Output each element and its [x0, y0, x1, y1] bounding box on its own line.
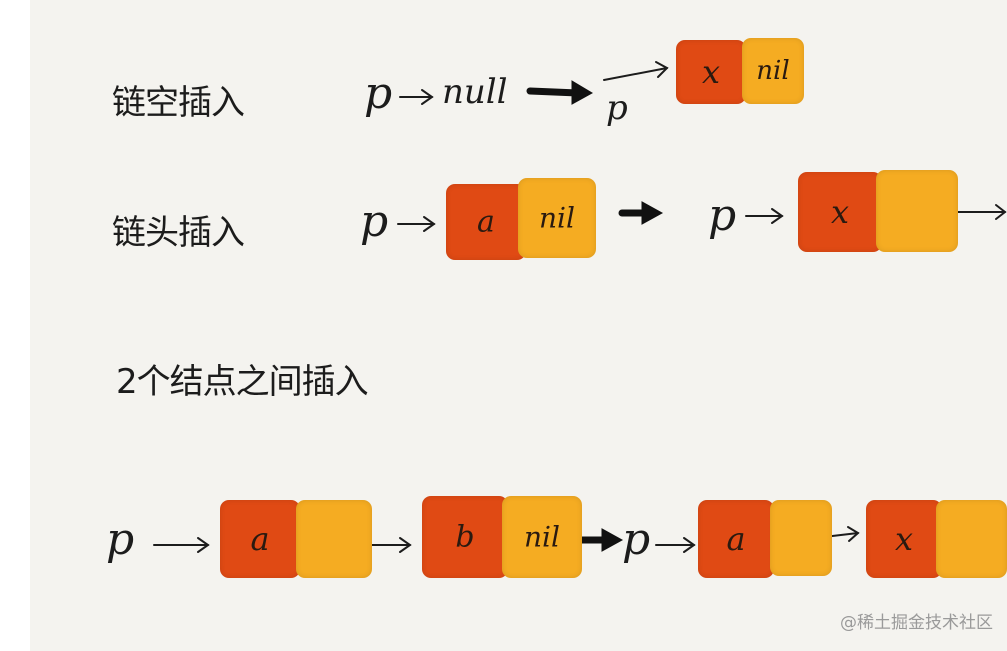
- null-value: null: [442, 72, 508, 112]
- node-next-field: [770, 500, 832, 576]
- transform-arrow: [618, 201, 664, 225]
- pointer-arrow: [397, 216, 436, 232]
- pointer-arrow: [655, 537, 696, 553]
- node-next-field: nil: [502, 496, 582, 578]
- transform-arrow: [576, 528, 624, 552]
- pointer-label: p: [708, 190, 737, 241]
- pointer-label: p: [106, 514, 135, 565]
- pointer-label: p: [364, 68, 393, 119]
- node-next-field: [936, 500, 1007, 578]
- diagram-canvas: 链空插入 p null p x nil 链头插入 p a nil p x 2个结…: [30, 0, 1007, 651]
- arrow-layer: [153, 61, 1007, 553]
- pointer-arrow: [153, 537, 210, 553]
- node-data-field: a: [446, 184, 526, 260]
- node-data-field: x: [798, 172, 882, 252]
- pointer-arrow: [745, 208, 784, 224]
- between-insert-label: 2个结点之间插入: [116, 362, 369, 402]
- node-data-field: a: [220, 500, 300, 578]
- node-data-field: x: [866, 500, 942, 578]
- node-next-field: nil: [518, 178, 596, 258]
- head-insert-label: 链头插入: [112, 213, 245, 253]
- node-data-field: b: [422, 496, 508, 578]
- pointer-label: p: [622, 514, 651, 565]
- node-next-field: [296, 500, 372, 578]
- pointer-arrow: [399, 89, 434, 105]
- node-data-field: x: [676, 40, 746, 104]
- node-next-field: nil: [742, 38, 804, 104]
- node-data-field: a: [698, 500, 774, 578]
- empty-list-insert-label: 链空插入: [112, 83, 245, 123]
- pointer-label: p: [606, 88, 628, 128]
- watermark: @稀土掘金技术社区: [840, 613, 993, 633]
- pointer-label: p: [360, 196, 389, 247]
- pointer-arrow: [603, 61, 669, 81]
- transform-arrow: [526, 80, 594, 105]
- node-next-field: [876, 170, 958, 252]
